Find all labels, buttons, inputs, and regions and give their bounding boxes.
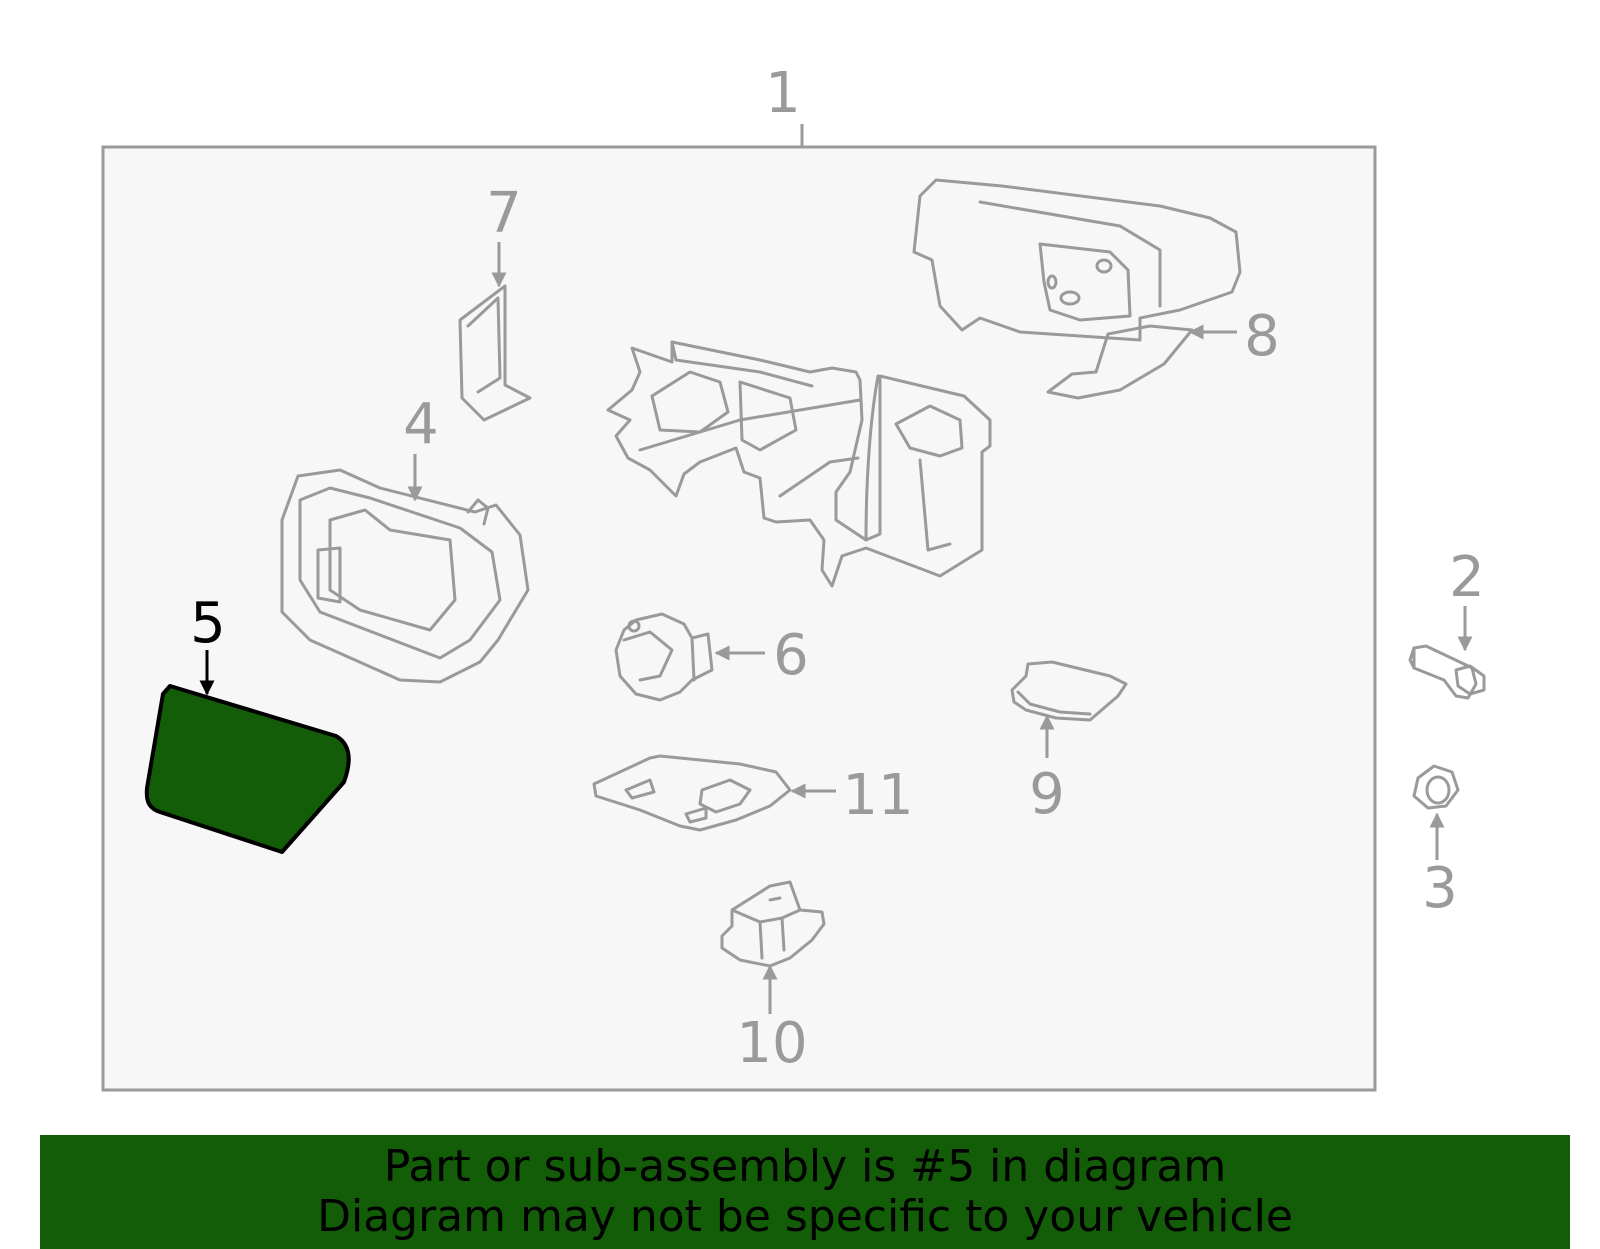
banner-line-2: Diagram may not be specific to your vehi… <box>317 1191 1293 1242</box>
info-banner: Part or sub-assembly is #5 in diagram Di… <box>40 1135 1570 1249</box>
mirror-base-assembly[interactable] <box>606 340 992 588</box>
part-2-bolt[interactable] <box>1408 644 1486 700</box>
callout-6: 6 <box>773 623 809 688</box>
callout-4: 4 <box>403 392 439 457</box>
part-3-nut[interactable] <box>1412 764 1460 810</box>
part-9-signal-lens[interactable] <box>1010 660 1128 722</box>
callout-10: 10 <box>736 1011 807 1076</box>
assembly-frame <box>101 145 1377 1092</box>
part-10-bracket[interactable] <box>720 880 826 968</box>
banner-line-1: Part or sub-assembly is #5 in diagram <box>383 1141 1227 1192</box>
callout-8: 8 <box>1244 304 1280 369</box>
callout-5: 5 <box>190 591 226 656</box>
callout-9: 9 <box>1029 762 1065 827</box>
callout-7: 7 <box>486 181 522 246</box>
part-8-mirror-cover[interactable] <box>912 178 1242 400</box>
part-6-socket[interactable] <box>614 612 714 702</box>
part-11-lower-cover[interactable] <box>592 754 792 832</box>
callout-2: 2 <box>1449 545 1485 610</box>
callout-11: 11 <box>842 763 913 828</box>
callout-1: 1 <box>765 61 801 126</box>
callout-3: 3 <box>1422 856 1458 921</box>
part-5-mirror-glass[interactable] <box>144 684 351 854</box>
